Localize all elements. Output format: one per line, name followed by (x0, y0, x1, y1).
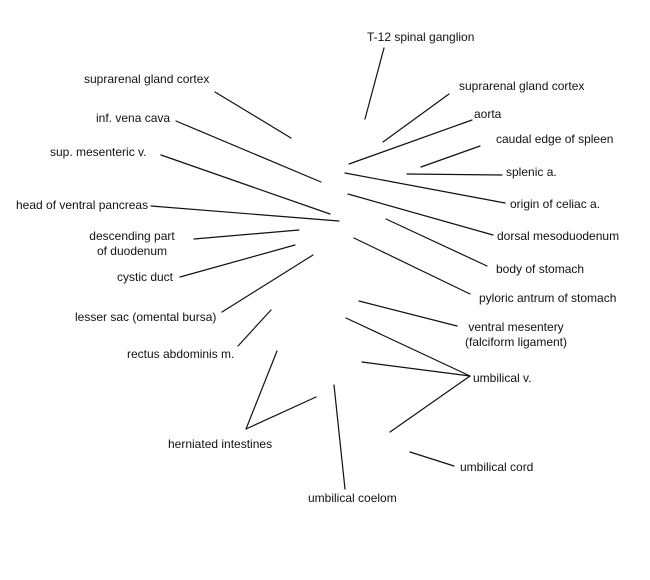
label-origin-of-celiac-a: origin of celiac a. (510, 197, 601, 211)
leader-head-of-ventral-pancreas (150, 205, 340, 222)
label-umbilical-v: umbilical v. (473, 371, 532, 385)
label-caudal-edge-of-spleen: caudal edge of spleen (496, 132, 614, 146)
label-herniated-intestines: herniated intestines (168, 437, 273, 451)
leader-t12-spinal-ganglion (364, 47, 385, 120)
leader-umbilical-coelom (333, 384, 346, 490)
label-splenic-a: splenic a. (506, 165, 557, 179)
label-lesser-sac: lesser sac (omental bursa) (75, 310, 217, 324)
label-umbilical-coelom: umbilical coelom (308, 491, 397, 505)
label-descending-part-line2: of duodenum (96, 244, 168, 258)
leader-body-of-stomach (385, 218, 488, 267)
label-aorta: aorta (474, 107, 502, 121)
label-body-of-stomach: body of stomach (496, 262, 585, 276)
label-suprarenal-gland-cortex-right: suprarenal gland cortex (459, 79, 585, 93)
label-descending-part-of-duodenum: descending part of duodenum (72, 229, 192, 259)
label-rectus-abdominis-m: rectus abdominis m. (127, 347, 235, 361)
label-sup-mesenteric-v: sup. mesenteric v. (50, 145, 147, 159)
leader-cystic-duct (179, 244, 296, 278)
leader-inf-vena-cava (175, 120, 322, 183)
leader-sup-mesenteric-v (160, 154, 331, 215)
leader-lesser-sac (221, 254, 314, 313)
label-ventral-mesentery-line2: (falciform ligament) (464, 335, 568, 349)
leader-descending-part-of-duodenum (193, 229, 300, 240)
leader-umbilical-v-1 (345, 317, 471, 377)
leader-rectus-abdominis (237, 309, 272, 347)
label-ventral-mesentery-line1: ventral mesentery (468, 320, 564, 334)
leader-origin-of-celiac-a (344, 172, 506, 204)
leader-pyloric-antrum (353, 237, 471, 295)
label-cystic-duct: cystic duct (117, 270, 174, 284)
label-dorsal-mesoduodenum: dorsal mesoduodenum (497, 229, 620, 243)
leader-suprarenal-cortex-left (214, 91, 292, 139)
leader-caudal-edge-of-spleen (420, 145, 481, 168)
leader-umbilical-cord (409, 451, 455, 467)
leader-suprarenal-cortex-right (382, 93, 450, 143)
leader-splenic-a (406, 173, 503, 176)
leader-umbilical-v-3 (389, 375, 471, 433)
label-head-of-ventral-pancreas: head of ventral pancreas (16, 198, 149, 212)
label-suprarenal-gland-cortex-left: suprarenal gland cortex (84, 72, 210, 86)
label-descending-part-line1: descending part (89, 229, 175, 243)
label-t12-spinal-ganglion: T-12 spinal ganglion (367, 30, 475, 44)
leader-umbilical-v-2 (361, 361, 471, 377)
leader-herniated-intestines-1 (245, 350, 278, 430)
leader-herniated-intestines-2 (245, 396, 317, 430)
label-inf-vena-cava: inf. vena cava (96, 111, 171, 125)
label-ventral-mesentery: ventral mesentery (falciform ligament) (452, 320, 580, 350)
leader-dorsal-mesoduodenum (347, 193, 494, 236)
leader-ventral-mesentery (358, 300, 458, 327)
label-pyloric-antrum-of-stomach: pyloric antrum of stomach (479, 291, 617, 305)
leader-aorta (348, 119, 473, 165)
label-umbilical-cord: umbilical cord (460, 460, 534, 474)
